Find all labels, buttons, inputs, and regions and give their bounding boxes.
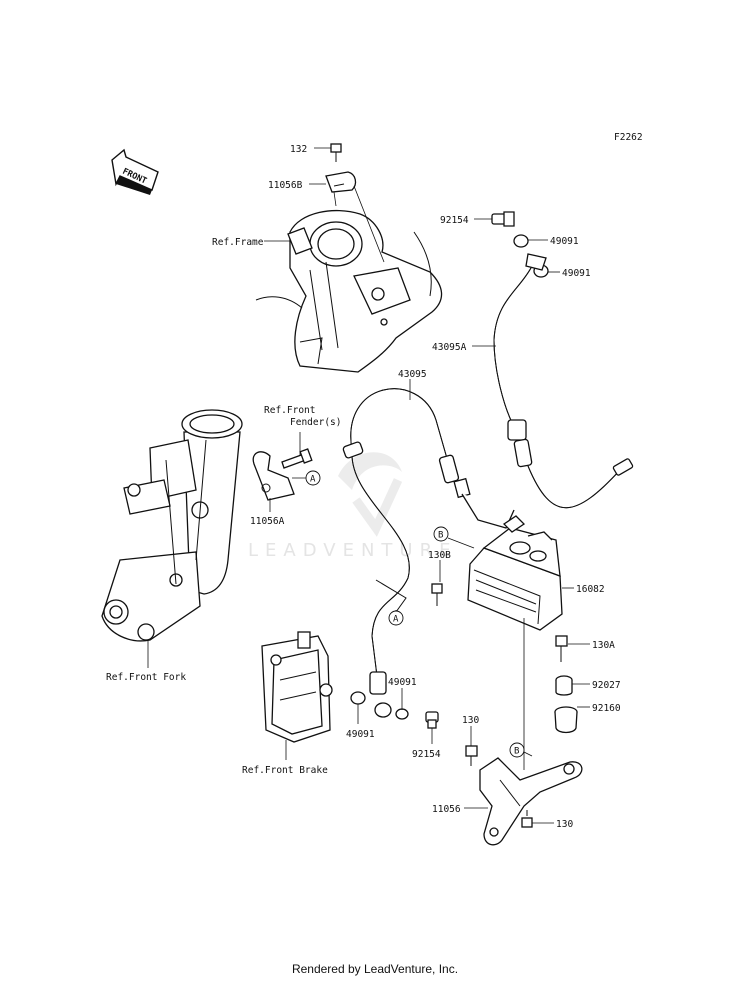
leader-lines bbox=[147, 147, 590, 824]
frame-drawing bbox=[255, 209, 443, 373]
clamp-11056B bbox=[325, 171, 357, 193]
label-130-right: 130 bbox=[556, 819, 573, 830]
watermark-text: LEADVENTURE bbox=[248, 540, 457, 561]
label-49091-top2: 49091 bbox=[562, 268, 591, 279]
label-132: 132 bbox=[290, 144, 307, 155]
bolt-130-right bbox=[521, 810, 533, 828]
washer-49091-low bbox=[395, 708, 409, 720]
label-43095: 43095 bbox=[398, 369, 427, 380]
bolt-130-left bbox=[465, 745, 478, 766]
label-ref-front-fork: Ref.Front Fork bbox=[106, 672, 186, 683]
label-11056A: 11056A bbox=[250, 516, 285, 527]
clamp-11056A bbox=[252, 451, 295, 501]
ref-circle-a-1: A bbox=[305, 470, 321, 486]
label-11056B: 11056B bbox=[268, 180, 303, 191]
ref-circle-b-2: B bbox=[509, 742, 525, 758]
label-49091-top1: 49091 bbox=[550, 236, 579, 247]
collar-92027 bbox=[555, 675, 573, 696]
label-49091-low: 49091 bbox=[346, 729, 375, 740]
label-92154-top: 92154 bbox=[440, 215, 469, 226]
callout-labels: 132 11056B Ref.Frame 92154 49091 49091 4… bbox=[106, 144, 621, 830]
label-92154-low: 92154 bbox=[412, 749, 441, 760]
label-92160: 92160 bbox=[592, 703, 621, 714]
banjo-bolt-92154-low bbox=[425, 711, 439, 729]
hose-43095 bbox=[342, 388, 515, 695]
watermark: LEADVENTURE bbox=[248, 452, 457, 561]
hose-fitting-top bbox=[525, 253, 547, 271]
front-brake-caliper bbox=[261, 631, 333, 743]
bolt-132 bbox=[330, 143, 342, 162]
label-92027: 92027 bbox=[592, 680, 621, 691]
grommet-92160 bbox=[554, 706, 578, 734]
ref-circle-a-2: A bbox=[388, 610, 404, 626]
bolt-130B bbox=[431, 583, 443, 606]
label-43095A: 43095A bbox=[432, 342, 467, 353]
svg-text:A: A bbox=[393, 615, 399, 625]
front-fork-drawing bbox=[101, 409, 243, 642]
label-130A: 130A bbox=[592, 640, 615, 651]
label-ref-front-fender-1: Ref.Front bbox=[264, 405, 315, 416]
bracket-11056 bbox=[479, 757, 583, 846]
label-130-left: 130 bbox=[462, 715, 479, 726]
label-130B: 130B bbox=[428, 550, 451, 561]
label-ref-front-brake: Ref.Front Brake bbox=[242, 765, 328, 776]
footer-credit: Rendered by LeadVenture, Inc. bbox=[291, 962, 459, 976]
label-11056: 11056 bbox=[432, 804, 461, 815]
svg-text:A: A bbox=[310, 475, 316, 485]
front-arrow-icon: FRONT bbox=[111, 148, 159, 195]
svg-text:B: B bbox=[514, 747, 519, 757]
washer-49091-mid bbox=[350, 691, 366, 705]
hose-end-fitting bbox=[374, 702, 392, 718]
svg-text:B: B bbox=[438, 531, 443, 541]
label-ref-front-fender-2: Fender(s) bbox=[290, 417, 341, 428]
banjo-bolt-92154-top bbox=[491, 211, 515, 227]
washer-49091-top1 bbox=[513, 234, 529, 248]
hose-43095A bbox=[493, 265, 634, 509]
bolt-130A bbox=[555, 635, 568, 662]
label-ref-frame: Ref.Frame bbox=[212, 237, 264, 248]
fender-bolt bbox=[281, 448, 313, 469]
diagram-code: F2262 bbox=[614, 132, 643, 143]
label-16082: 16082 bbox=[576, 584, 605, 595]
ref-circle-b-1: B bbox=[433, 526, 449, 542]
abs-unit-16082 bbox=[467, 515, 563, 631]
label-49091-mid: 49091 bbox=[388, 677, 417, 688]
